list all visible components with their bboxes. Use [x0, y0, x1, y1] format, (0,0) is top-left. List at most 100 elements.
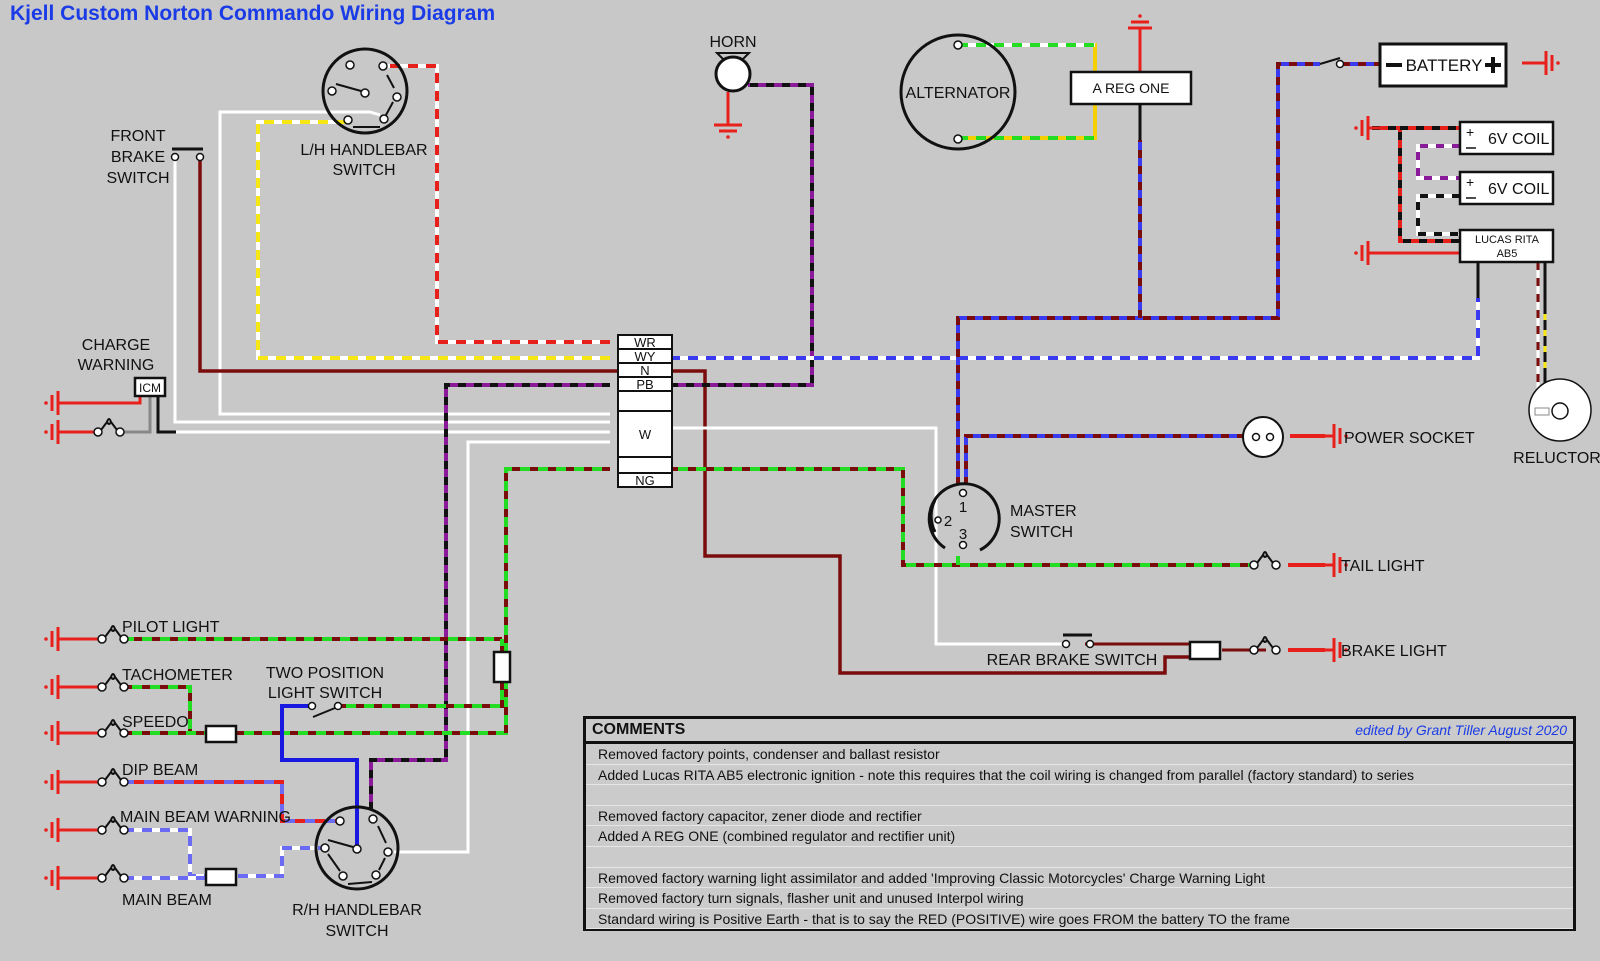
battery-switch: [1319, 57, 1345, 69]
connector-slot-label: WR: [634, 335, 656, 350]
wire-grey-icm: [124, 396, 152, 434]
wire-blue-white: [670, 262, 1480, 360]
wire-red-blue: [124, 780, 340, 823]
ground-icon: [42, 625, 74, 653]
wire-white-lh: [218, 110, 610, 416]
comment-row: [586, 847, 1573, 868]
front-brake-label: SWITCH: [106, 170, 169, 187]
battery-neg-icon: [1386, 63, 1402, 67]
rh-switch-label: SWITCH: [325, 923, 388, 940]
charge-warning-label: CHARGE: [82, 337, 150, 354]
rear-brake-switch: [1061, 633, 1095, 649]
tachometer-label: TACHOMETER: [122, 667, 233, 684]
ground-icon: [42, 864, 74, 892]
wire-white-front-brake: [173, 158, 610, 424]
front-brake-switch: [170, 147, 205, 162]
master-switch: [927, 482, 1001, 552]
coil-2-label: 6V COIL: [1488, 181, 1549, 198]
dip-beam-label: DIP BEAM: [122, 762, 198, 779]
front-brake-label: FRONT: [110, 128, 165, 145]
bulb-icon: [93, 418, 125, 437]
master-switch-label: SWITCH: [1010, 524, 1073, 541]
connector-slot: [617, 456, 673, 474]
main-beam-warning-label: MAIN BEAM WARNING: [120, 809, 291, 826]
ground-icon: [42, 389, 74, 417]
connector-slot-label: N: [640, 363, 649, 378]
connector-slot-label: NG: [635, 473, 655, 488]
wire-brown-n: [198, 158, 1190, 675]
battery-label: BATTERY: [1406, 56, 1483, 75]
icm-label: ICM: [139, 381, 161, 395]
comments-panel: COMMENTS edited by Grant Tiller August 2…: [583, 716, 1576, 931]
battery-pos-icon: [1485, 57, 1501, 73]
reluctor-label: RELUCTOR: [1513, 450, 1600, 467]
comment-row: [586, 785, 1573, 806]
rh-handlebar-switch: [314, 805, 400, 891]
comments-title: COMMENTS: [592, 721, 686, 738]
comment-row: Standard wiring is Positive Earth - that…: [586, 909, 1573, 930]
wire-red-icm: [62, 396, 142, 405]
alternator: [899, 33, 1017, 151]
comment-row: Added A REG ONE (combined regulator and …: [586, 826, 1573, 847]
connector-plug: [204, 867, 238, 887]
power-socket: [1242, 416, 1284, 458]
ground-icon: [714, 123, 742, 139]
power-socket-label: POWER SOCKET: [1344, 430, 1475, 447]
bulb-icon: [97, 864, 129, 883]
ground-icon: [42, 673, 74, 701]
master-pin-3: 3: [959, 526, 967, 543]
brake-light-label: BRAKE LIGHT: [1341, 643, 1447, 660]
ground-icon: [42, 816, 74, 844]
wire-coil: [1372, 61, 1540, 255]
ground-icon: [1530, 49, 1562, 77]
connector-plug: [492, 650, 512, 684]
lh-handlebar-switch: [321, 47, 409, 135]
horn-icon: [714, 52, 752, 93]
two-position-switch-label: LIGHT SWITCH: [268, 685, 382, 702]
comment-row: Removed factory turn signals, flasher un…: [586, 888, 1573, 909]
regulator-box: [1069, 70, 1193, 106]
ground-icon: [1352, 114, 1384, 142]
lh-switch-label: L/H HANDLEBAR: [300, 142, 427, 159]
bulb-icon: [1249, 551, 1281, 570]
wire-icm-black: [156, 396, 176, 434]
lh-switch-label: SWITCH: [332, 162, 395, 179]
wire-purple-black: [369, 83, 814, 810]
speedo-label: SPEEDO: [122, 714, 189, 731]
ignition-label: LUCAS RITA: [1475, 234, 1540, 246]
comment-row: Added Lucas RITA AB5 electronic ignition…: [586, 765, 1573, 786]
front-brake-label: BRAKE: [111, 149, 165, 166]
connector-plug: [1188, 640, 1222, 661]
wire-brown-blue: [956, 62, 1380, 485]
wires: [62, 14, 1547, 880]
ground-icon: [42, 768, 74, 796]
diagram-title: Kjell Custom Norton Commando Wiring Diag…: [10, 2, 496, 25]
connector-slot: [617, 410, 673, 458]
alternator-label: ALTERNATOR: [906, 85, 1011, 102]
comments-editor: edited by Grant Tiller August 2020: [1355, 722, 1567, 738]
connector-slot-label: W: [639, 427, 652, 442]
ground-icon: [42, 418, 74, 446]
master-pin-1: 1: [959, 499, 967, 516]
wire-white-rear-brake: [670, 426, 1062, 646]
icm-box: [133, 376, 167, 398]
comment-row: Removed factory capacitor, zener diode a…: [586, 806, 1573, 827]
reluctor-hub: [1551, 402, 1569, 420]
ground-icon: [1352, 239, 1384, 267]
horn-label: HORN: [709, 34, 756, 51]
comment-row: Removed factory warning light assimilato…: [586, 868, 1573, 889]
wire-white-yellow: [256, 120, 610, 360]
comment-row: Removed factory points, condenser and ba…: [586, 744, 1573, 765]
two-position-switch: [307, 701, 343, 718]
connector-slot-label: PB: [636, 377, 653, 392]
rear-brake-switch-label: REAR BRAKE SWITCH: [987, 652, 1158, 669]
connector-slot: [617, 390, 673, 412]
reluctor-pickup: [1534, 407, 1550, 416]
charge-warning-label: WARNING: [78, 357, 155, 374]
coil-plus-icon: +: [1466, 124, 1474, 140]
comments-header: COMMENTS edited by Grant Tiller August 2…: [586, 719, 1573, 744]
rh-switch-label: R/H HANDLEBAR: [292, 902, 422, 919]
tail-light-label: TAIL LIGHT: [1341, 558, 1425, 575]
